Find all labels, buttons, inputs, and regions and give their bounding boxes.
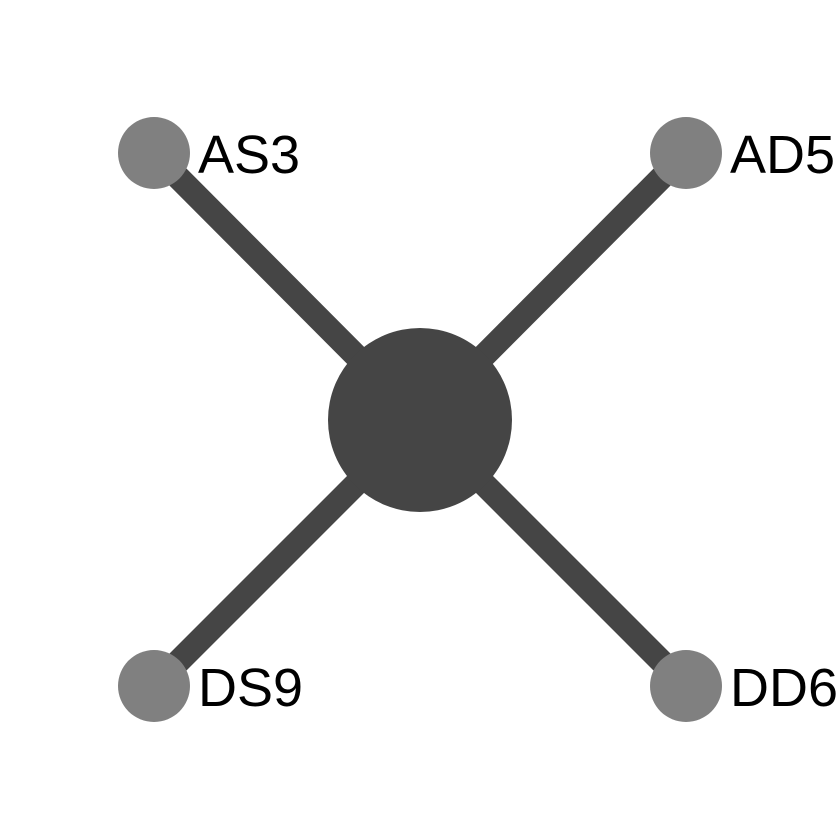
- leaf-label-ds9: DS9: [198, 658, 303, 718]
- leaf-node-ad5: [650, 117, 722, 189]
- leaf-node-dd6: [650, 650, 722, 722]
- leaf-label-dd6: DD6: [730, 658, 838, 718]
- labels-group: AS3 AD5 DS9 DD6: [198, 125, 838, 718]
- leaf-label-ad5: AD5: [730, 125, 835, 185]
- leaves-group: [118, 117, 722, 722]
- leaf-node-ds9: [118, 650, 190, 722]
- leaf-node-as3: [118, 117, 190, 189]
- leaf-label-as3: AS3: [198, 125, 300, 185]
- hub-node: [328, 328, 512, 512]
